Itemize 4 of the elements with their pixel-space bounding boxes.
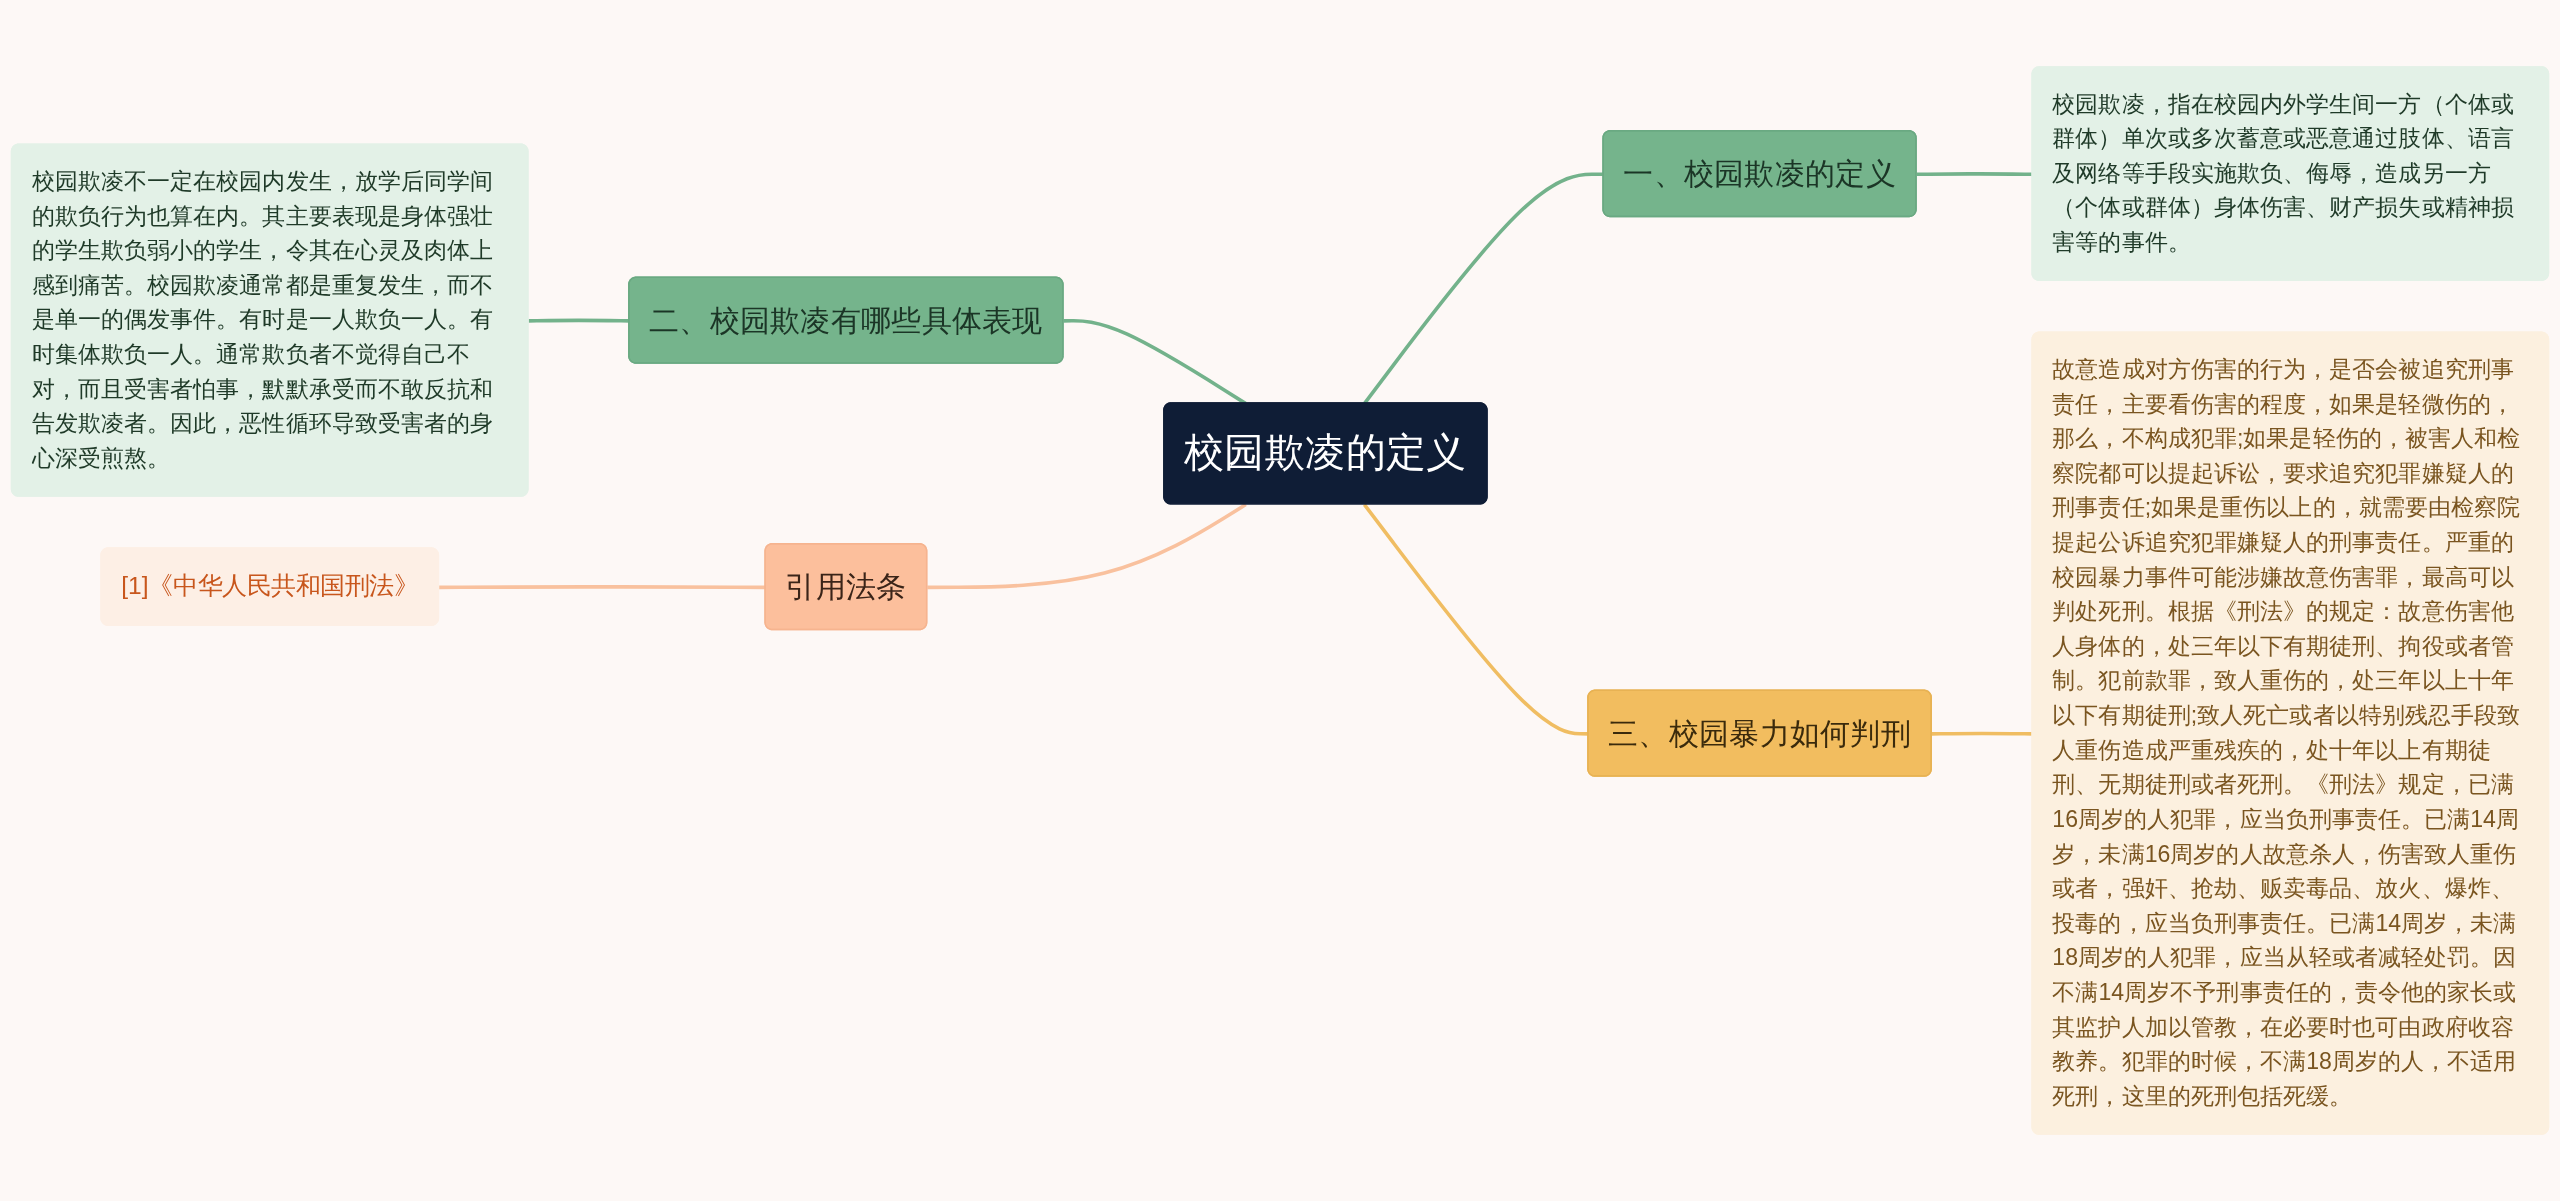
connector [1931, 731, 2033, 736]
connector [927, 503, 1247, 590]
connector [1916, 172, 2033, 177]
connector [439, 585, 766, 590]
